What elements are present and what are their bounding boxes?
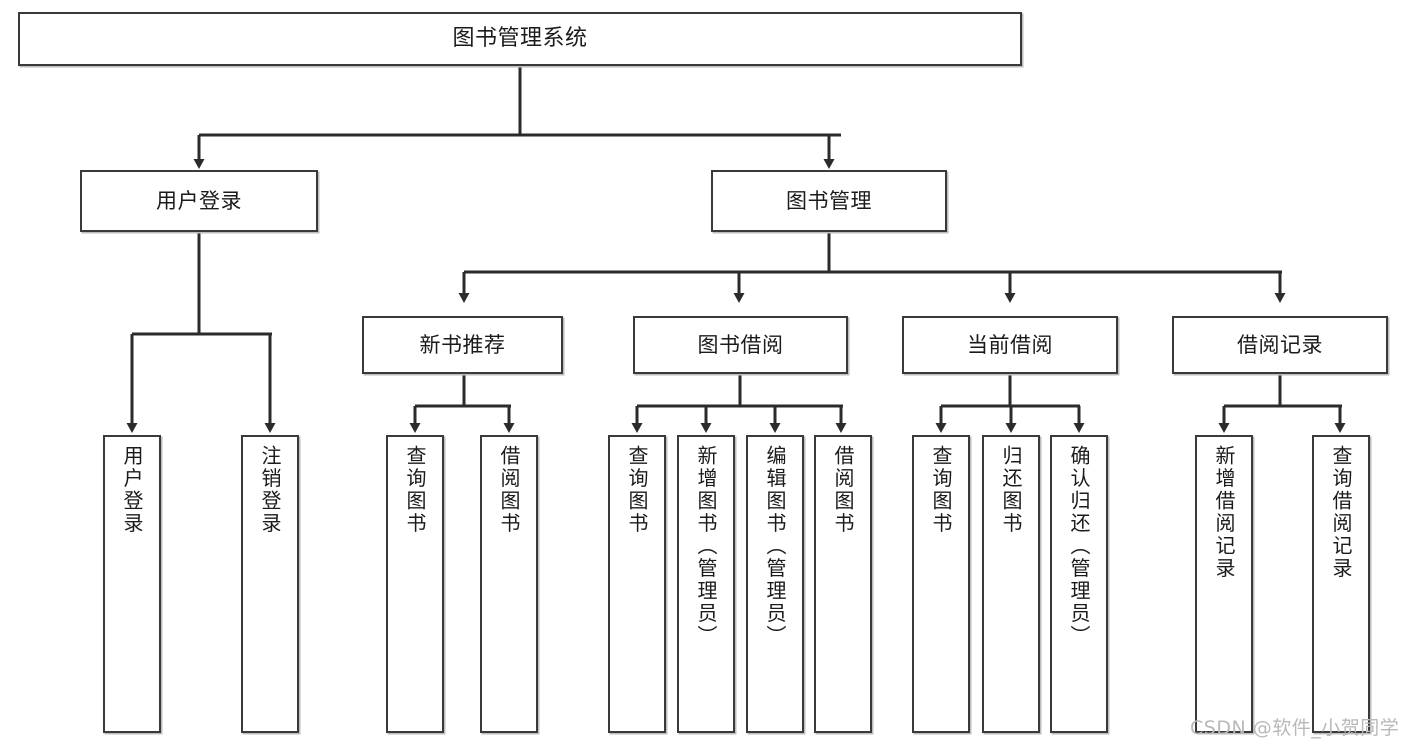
leaf-current-borrow-return-book[interactable]: 归还图书: [982, 435, 1040, 733]
leaf-user-login-login[interactable]: 用户登录: [103, 435, 161, 733]
node-new-book-recommend[interactable]: 新书推荐: [362, 316, 563, 374]
leaf-new-book-query-book[interactable]: 查询图书: [386, 435, 444, 733]
node-borrow-record[interactable]: 借阅记录: [1172, 316, 1388, 374]
leaf-label: 新增图书（管理员）: [694, 445, 718, 648]
leaf-label: 查询图书: [403, 445, 427, 535]
leaf-current-borrow-confirm-return-admin[interactable]: 确认归还（管理员）: [1050, 435, 1108, 733]
leaf-label: 注销登录: [258, 445, 282, 535]
leaf-user-login-logout[interactable]: 注销登录: [241, 435, 299, 733]
leaf-label: 新增借阅记录: [1212, 445, 1236, 580]
node-current-borrow-label: 当前借阅: [967, 332, 1053, 357]
leaf-label: 确认归还（管理员）: [1067, 445, 1091, 648]
node-root-label: 图书管理系统: [452, 26, 588, 52]
leaf-book-borrow-edit-book-admin[interactable]: 编辑图书（管理员）: [746, 435, 804, 733]
node-root[interactable]: 图书管理系统: [18, 12, 1022, 66]
node-book-management[interactable]: 图书管理: [711, 170, 947, 232]
node-new-book-recommend-label: 新书推荐: [419, 332, 506, 357]
leaf-label: 查询图书: [625, 445, 649, 535]
node-borrow-record-label: 借阅记录: [1237, 332, 1323, 357]
leaf-book-borrow-add-book-admin[interactable]: 新增图书（管理员）: [677, 435, 735, 733]
node-user-login[interactable]: 用户登录: [80, 170, 318, 232]
node-current-borrow[interactable]: 当前借阅: [902, 316, 1118, 374]
node-book-borrow[interactable]: 图书借阅: [633, 316, 848, 374]
leaf-book-borrow-query-book[interactable]: 查询图书: [608, 435, 666, 733]
leaf-label: 查询借阅记录: [1329, 445, 1353, 580]
leaf-label: 查询图书: [929, 445, 953, 535]
node-book-management-label: 图书管理: [786, 188, 872, 213]
leaf-borrow-record-add-record[interactable]: 新增借阅记录: [1195, 435, 1253, 733]
leaf-label: 归还图书: [999, 445, 1023, 535]
leaf-label: 借阅图书: [497, 445, 521, 535]
leaf-label: 编辑图书（管理员）: [763, 445, 787, 648]
leaf-label: 用户登录: [120, 445, 144, 535]
node-user-login-label: 用户登录: [156, 188, 242, 213]
leaf-borrow-record-query-record[interactable]: 查询借阅记录: [1312, 435, 1370, 733]
leaf-current-borrow-query-book[interactable]: 查询图书: [912, 435, 970, 733]
leaf-new-book-borrow-book[interactable]: 借阅图书: [480, 435, 538, 733]
leaf-book-borrow-borrow-book[interactable]: 借阅图书: [814, 435, 872, 733]
leaf-label: 借阅图书: [831, 445, 855, 535]
node-book-borrow-label: 图书借阅: [697, 332, 784, 357]
